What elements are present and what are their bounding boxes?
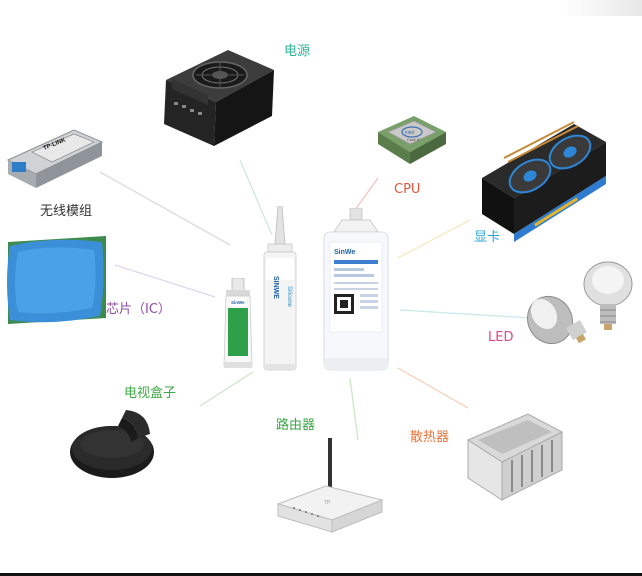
tube-silicone-text: Silicone xyxy=(286,286,292,308)
line-chip xyxy=(114,264,216,298)
label-cpu: CPU xyxy=(394,182,421,197)
label-chip: 芯片（IC） xyxy=(106,302,171,317)
router-image: TP xyxy=(274,438,386,540)
small-tube-brand-text: SinWe xyxy=(231,300,245,305)
tv-box-image xyxy=(66,404,162,484)
cpu-model-text: Core i7 xyxy=(407,137,421,142)
label-power: 电源 xyxy=(284,44,311,59)
label-module: 无线模组 xyxy=(40,204,93,219)
line-module xyxy=(99,171,231,246)
label-router: 路由器 xyxy=(276,418,316,433)
led-bulbs-image xyxy=(520,256,638,356)
line-power xyxy=(239,159,273,236)
line-cpu xyxy=(354,177,379,211)
line-gpu xyxy=(397,219,471,259)
bottom-border xyxy=(0,573,642,576)
label-gpu: 显卡 xyxy=(474,230,501,245)
silicone-tube-image: SINWE Silicone xyxy=(258,205,302,374)
label-heatsink: 散热器 xyxy=(410,430,450,445)
chip-thermal-pad-image xyxy=(2,232,108,328)
heatsink-image xyxy=(462,408,566,504)
wireless-module-image: TP-LINK xyxy=(4,122,104,200)
label-led: LED xyxy=(488,330,514,345)
line-led xyxy=(399,309,531,319)
top-right-fade xyxy=(560,0,642,16)
cpu-image: intel Core i7 xyxy=(374,112,448,174)
line-heatsink xyxy=(397,367,469,409)
bottle-brand-text: SinWe xyxy=(334,249,355,256)
line-tvbox xyxy=(199,371,254,407)
label-tvbox: 电视盒子 xyxy=(124,386,177,401)
small-tube-image: SinWe xyxy=(222,277,254,370)
gpu-image xyxy=(474,118,610,244)
cpu-brand-text: intel xyxy=(405,130,414,136)
silicone-bottle-image: SinWe xyxy=(320,207,392,374)
line-router xyxy=(349,377,359,441)
tube-brand-text: SINWE xyxy=(272,276,279,299)
power-supply-image xyxy=(156,42,278,154)
svg-text:TP: TP xyxy=(324,500,331,506)
